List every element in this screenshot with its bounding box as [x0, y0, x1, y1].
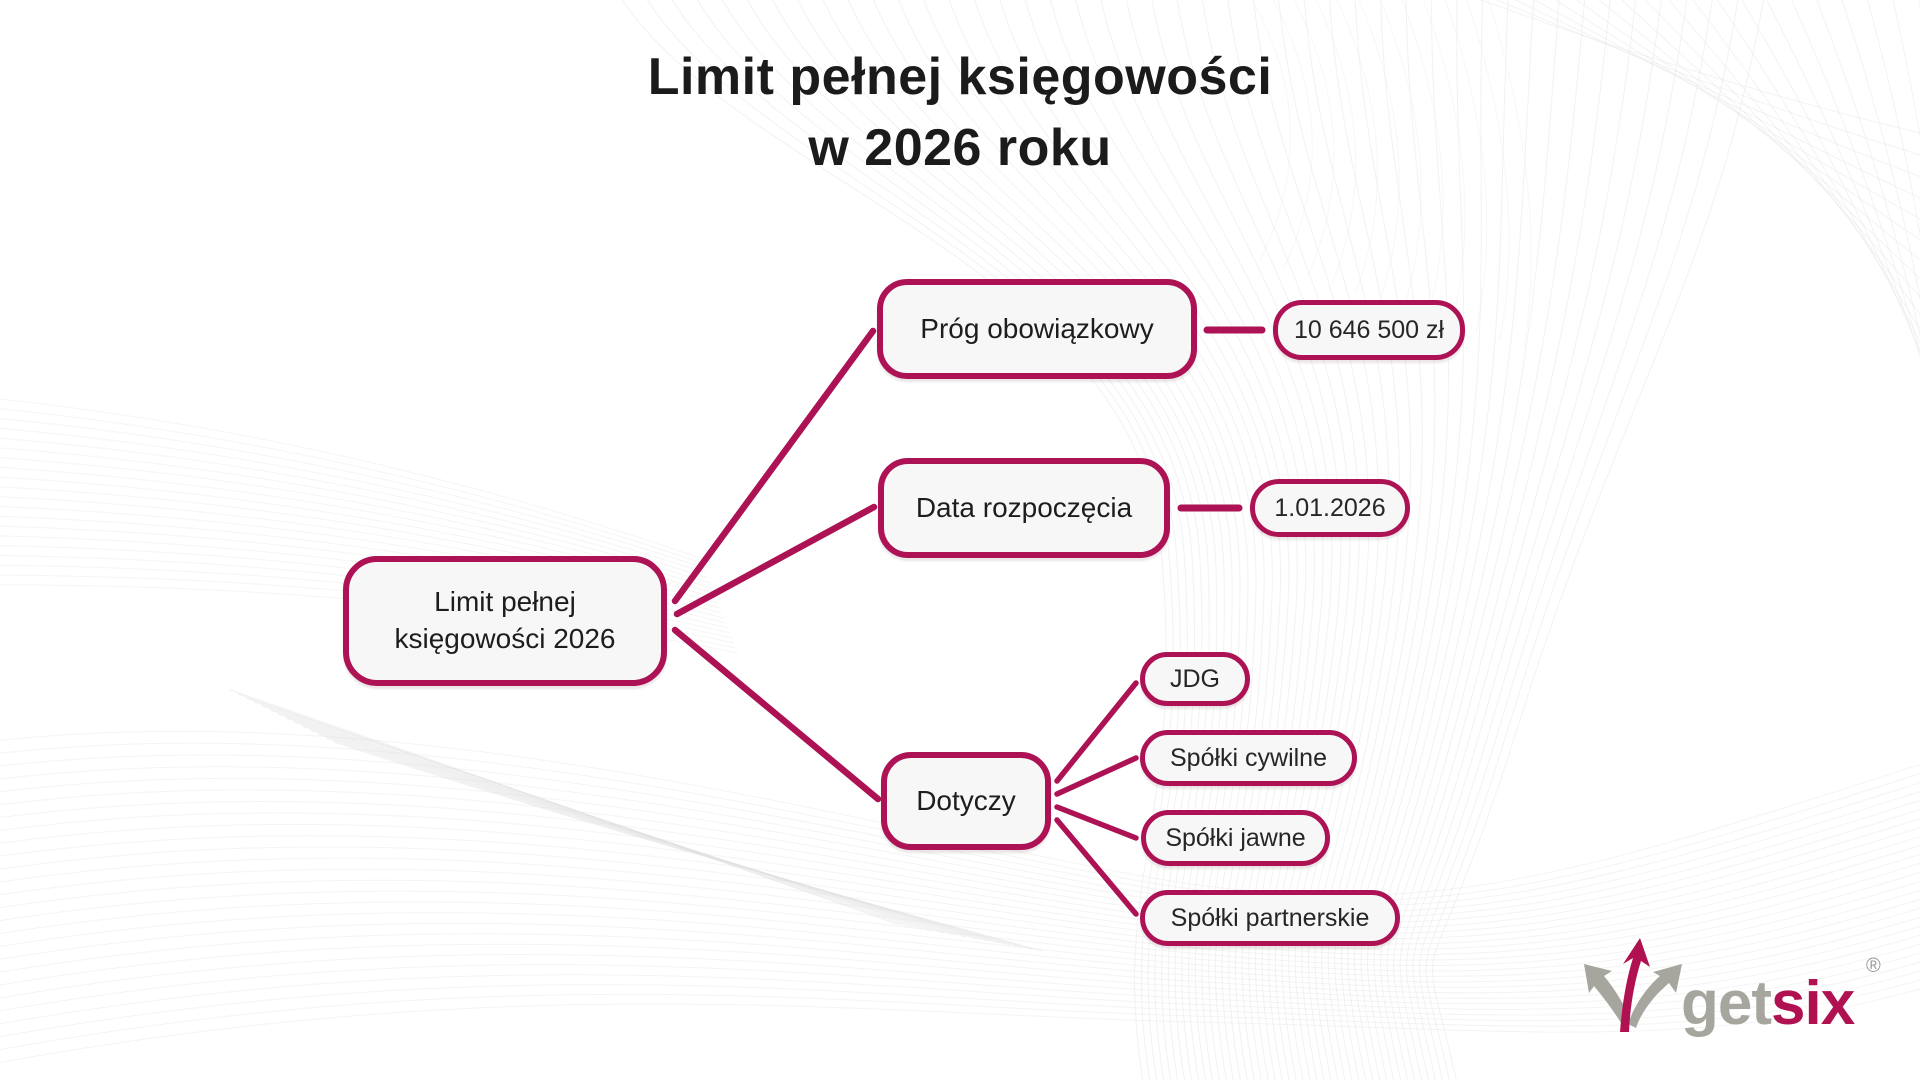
connector-root-data [673, 503, 878, 618]
getsix-arrows-icon [1584, 938, 1682, 1032]
connector-root-prog [671, 327, 877, 605]
node-dotyczy: Dotyczy [881, 752, 1051, 850]
node-prog-value: 10 646 500 zł [1273, 300, 1465, 360]
node-root-label-line1: Limit pełnej [434, 586, 576, 618]
connector-root-dotyczy [671, 626, 882, 803]
node-root-label-line2: księgowości 2026 [394, 623, 616, 654]
page-title-line1: Limit pełnej księgowości [647, 48, 1273, 106]
getsix-logo: getsix ® [1584, 938, 1881, 1038]
registered-trademark-icon: ® [1866, 955, 1881, 977]
node-data-rozpoczecia: Data rozpoczęcia [878, 458, 1170, 558]
node-prog-obowiazkowy: Próg obowiązkowy [877, 279, 1197, 379]
page-title: Limit pełnej księgowości w 2026 roku [0, 42, 1920, 184]
connector-dotyczy-jdg [1054, 680, 1139, 784]
node-child-spolki-jawne: Spółki jawne [1141, 810, 1330, 866]
node-child-jdg: JDG [1140, 652, 1250, 706]
connector-dotyczy-cywilne [1054, 755, 1139, 797]
page-title-line2: w 2026 roku [808, 119, 1112, 178]
node-root: Limit pełnej księgowości 2026 [343, 556, 667, 686]
node-data-value: 1.01.2026 [1250, 479, 1410, 537]
node-child-spolki-partnerskie: Spółki partnerskie [1140, 890, 1400, 946]
connector-dotyczy-partnerskie [1054, 817, 1139, 917]
getsix-wordmark: getsix [1681, 969, 1856, 1038]
getsix-wordmark-six: six [1771, 969, 1856, 1038]
getsix-wordmark-get: get [1681, 969, 1771, 1038]
connector-dotyczy-jawne [1054, 804, 1139, 841]
node-child-spolki-cywilne: Spółki cywilne [1140, 730, 1357, 786]
